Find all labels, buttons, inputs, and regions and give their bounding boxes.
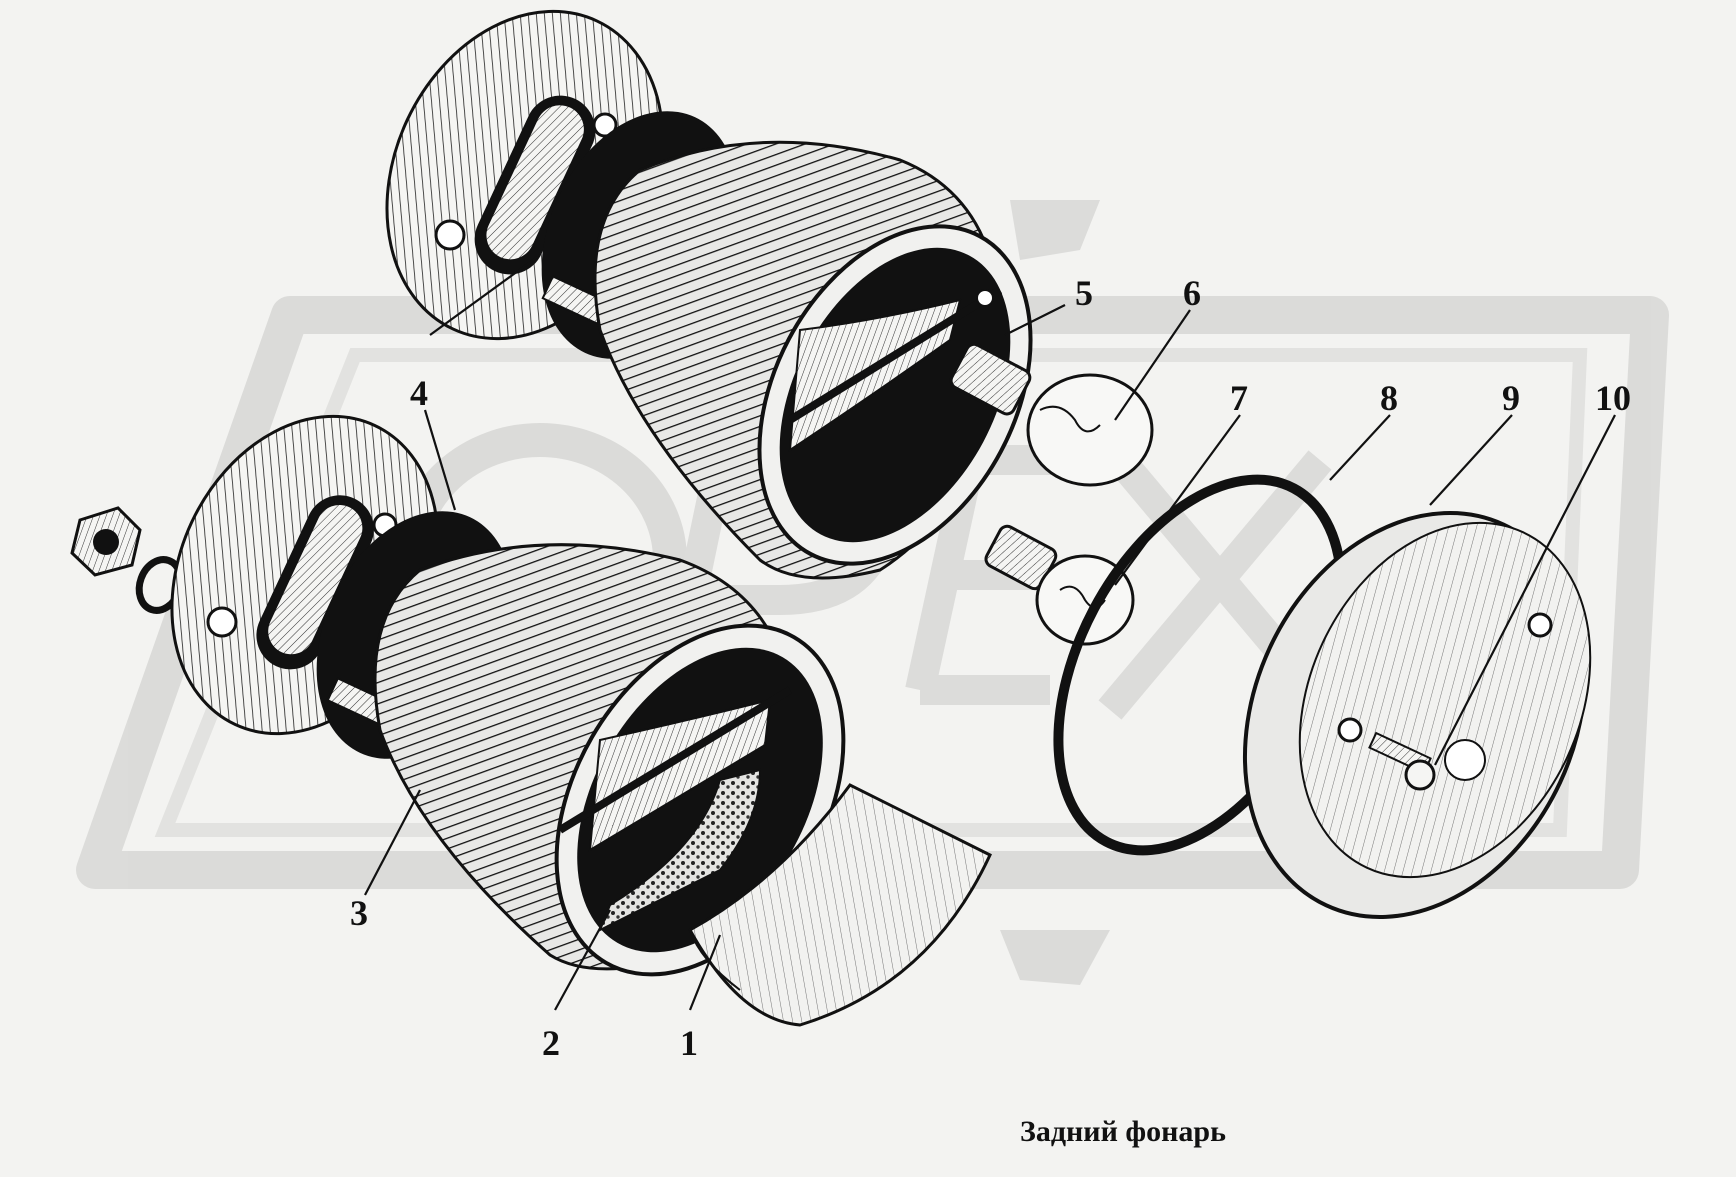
label-1: 1	[680, 1023, 698, 1063]
lens-cover	[1242, 511, 1592, 919]
label-9: 9	[1502, 378, 1520, 418]
figure-caption: Задний фонарь	[1020, 1115, 1226, 1148]
label-3: 3	[350, 893, 368, 933]
label-10: 10	[1595, 378, 1631, 418]
reflector-insert	[598, 768, 762, 933]
label-6: 6	[1183, 273, 1201, 313]
label-5: 5	[1075, 273, 1093, 313]
label-8: 8	[1380, 378, 1398, 418]
bulb-large	[949, 342, 1154, 487]
nut	[70, 506, 142, 577]
lower-lamp-assembly	[70, 414, 992, 1027]
label-2: 2	[542, 1023, 560, 1063]
screw	[1368, 731, 1436, 791]
bulb-small	[984, 524, 1135, 646]
leader-lines	[364, 254, 1616, 1011]
lens-segment	[687, 783, 992, 1027]
upper-lamp-assembly	[385, 9, 1154, 580]
label-7: 7	[1230, 378, 1248, 418]
label-4-lower: 4	[410, 373, 428, 413]
